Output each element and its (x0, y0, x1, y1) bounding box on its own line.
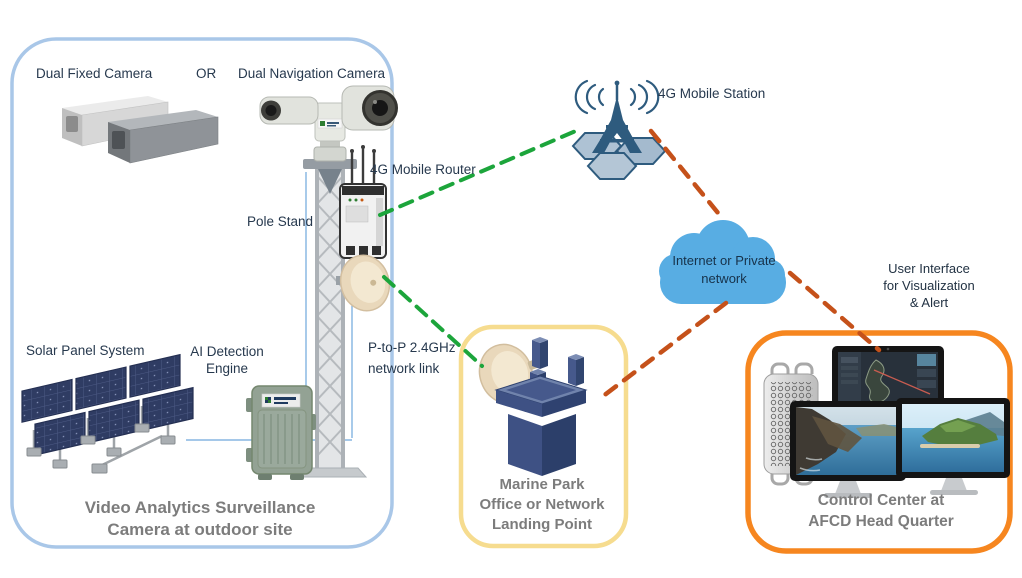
link-p2p-to-marine (382, 275, 484, 368)
marine-building-icon (494, 337, 588, 476)
4g-mobile-station-label: 4G Mobile Station (658, 86, 766, 101)
cloud-icon (659, 220, 786, 304)
4g-mobile-router-label: 4G Mobile Router (370, 162, 476, 177)
solar-panel-system-label: Solar Panel System (26, 343, 145, 358)
solar-panel-icon (21, 353, 194, 474)
link-cloud-to-control (787, 270, 882, 353)
link-router-to-station (378, 128, 580, 217)
or-label: OR (196, 66, 217, 81)
dual-navigation-camera-label: Dual Navigation Camera (238, 66, 386, 81)
link-station-to-cloud (648, 128, 726, 222)
pole-stand-label: Pole Stand (247, 214, 314, 229)
pole-stand-icon (292, 159, 368, 478)
4g-station-tower-icon (571, 79, 667, 180)
p2p-dish-icon (336, 254, 391, 312)
dual-fixed-camera-label: Dual Fixed Camera (36, 66, 153, 81)
dual-fixed-camera-icon (62, 96, 219, 164)
marine-park-box (458, 324, 629, 549)
ai-engine-icon (246, 385, 316, 480)
outdoor-site-box (10, 37, 394, 549)
link-cloud-to-marine (595, 300, 729, 403)
dual-navigation-camera-icon (259, 85, 398, 162)
photo-monitor-left-icon (790, 401, 906, 498)
photo-monitor-right-icon (896, 398, 1010, 495)
